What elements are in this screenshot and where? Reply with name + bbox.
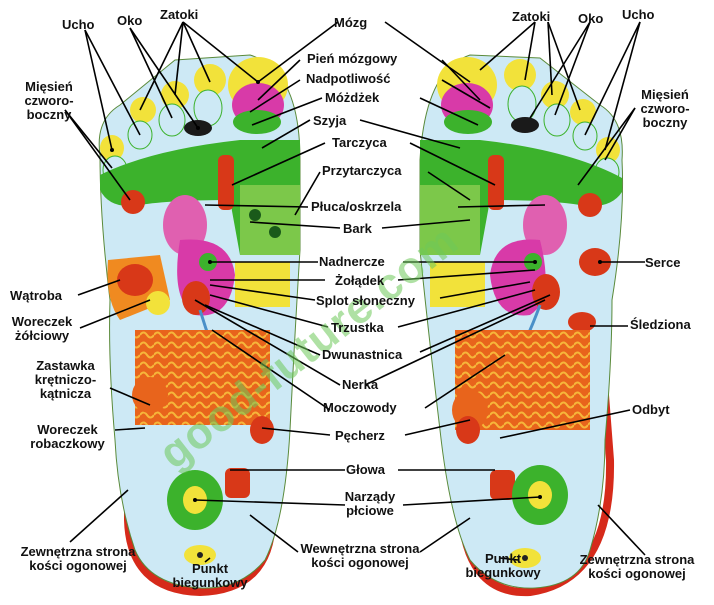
label-szyja: Szyja xyxy=(313,113,347,128)
label-sledziona: Śledziona xyxy=(630,317,691,332)
right-head-zone xyxy=(490,470,515,500)
right-foot xyxy=(419,54,624,597)
label-pluca-oskrzela: Płuca/oskrzela xyxy=(311,199,402,214)
label-nadnercze: Nadnercze xyxy=(319,254,385,269)
label-zewnetrzna-strona-right: Zewnętrzna strona kości ogonowej xyxy=(579,552,695,581)
label-oko-left: Oko xyxy=(117,13,143,28)
label-zatoki-left: Zatoki xyxy=(160,7,199,22)
label-watroba: Wątroba xyxy=(10,288,62,303)
label-przytarczyca: Przytarczyca xyxy=(322,163,402,178)
label-mozdzek: Móżdżek xyxy=(325,90,380,105)
label-moczowody: Moczowody xyxy=(323,400,397,415)
left-head-zone xyxy=(225,468,250,498)
pointer-dots xyxy=(110,80,602,502)
label-mozg: Mózg xyxy=(334,15,368,30)
right-spleen xyxy=(568,312,596,332)
label-splot-sloneczny: Splot słoneczny xyxy=(316,293,415,308)
label-oko-right: Oko xyxy=(578,11,604,26)
label-zoladek: Żołądek xyxy=(335,273,385,288)
left-foot xyxy=(98,54,301,597)
right-eye-icon xyxy=(511,117,539,133)
label-bark: Bark xyxy=(343,221,372,236)
label-zatoki-right: Zatoki xyxy=(512,9,551,24)
label-pien-mozgowy: Pień mózgowy xyxy=(307,51,398,66)
right-toe-4 xyxy=(570,99,596,125)
label-nerka: Nerka xyxy=(342,377,379,392)
right-heart xyxy=(579,248,611,276)
label-serce: Serce xyxy=(645,255,681,270)
label-zastawka: Zastawka krętniczo- kątnicza xyxy=(34,358,97,401)
label-woreczek-robaczkowy: Woreczek robaczkowy xyxy=(30,422,105,451)
label-woreczek-zolciowy: Woreczek żółciowy xyxy=(11,314,73,343)
left-thyroid xyxy=(218,155,234,210)
right-kidney xyxy=(532,274,560,310)
label-nadpotliwosc: Nadpotliwość xyxy=(306,71,391,86)
left-kidney xyxy=(182,281,210,315)
label-dwunastnica: Dwunastnica xyxy=(322,347,403,362)
label-punkt-biegunkowy-right: Punkt biegunkowy xyxy=(465,551,541,580)
label-ucho-right: Ucho xyxy=(622,7,655,22)
label-glowa: Głowa xyxy=(346,462,386,477)
label-odbyt: Odbyt xyxy=(632,402,670,417)
label-narzady-plciowe: Narządy płciowe xyxy=(344,489,396,518)
label-miesien-left: Mięsień czworo- boczny xyxy=(24,79,74,122)
right-thyroid xyxy=(488,155,504,210)
label-zewnetrzna-strona-left: Zewnętrzna strona kości ogonowej xyxy=(20,544,136,573)
label-ucho-left: Ucho xyxy=(62,17,95,32)
left-bladder xyxy=(250,416,274,444)
label-tarczyca: Tarczyca xyxy=(332,135,387,150)
label-trzustka: Trzustka xyxy=(331,320,384,335)
leader-lines xyxy=(64,21,646,563)
right-bladder xyxy=(456,416,480,444)
left-toe-4 xyxy=(130,97,156,123)
left-toe-2 xyxy=(194,64,226,96)
label-punkt-biegunkowy-left: Punkt biegunkowy xyxy=(172,561,248,590)
label-wewnetrzna-strona: Wewnętrzna strona kości ogonowej xyxy=(300,541,420,570)
label-pecherz: Pęcherz xyxy=(335,428,385,443)
label-miesien-right: Mięsień czworo- boczny xyxy=(640,87,690,130)
